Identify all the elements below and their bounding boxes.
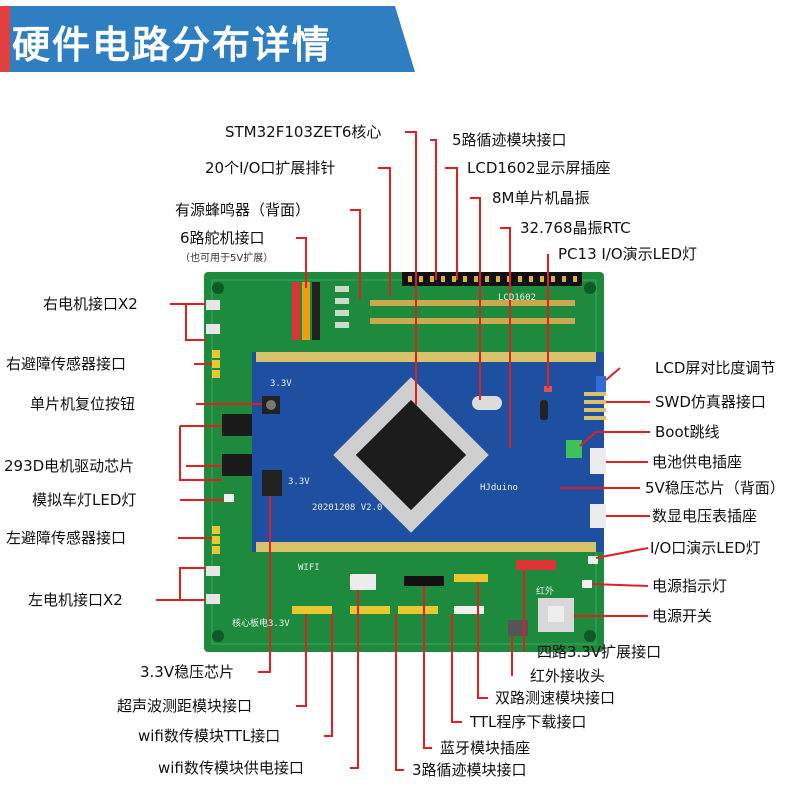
- core-silk-2: HJduino: [480, 483, 518, 493]
- boot-jumper: [566, 440, 582, 458]
- lcd-silk: LCD1602: [498, 293, 536, 303]
- car-led: [224, 494, 234, 502]
- 3track-header: [350, 606, 438, 614]
- label-power-led: 电源指示灯: [652, 577, 728, 595]
- label-pc13: PC13 I/O演示LED灯: [558, 245, 698, 263]
- label-io-led: I/O口演示LED灯: [650, 539, 761, 557]
- label-ultrasonic: 超声波测距模块接口: [117, 697, 253, 715]
- banner-shape: [0, 6, 415, 72]
- crystal-8m: [472, 396, 502, 410]
- voltmeter-socket: [590, 504, 606, 528]
- label-wifi-pwr: wifi数传模块供电接口: [158, 759, 304, 777]
- label-servo-note: （也可用于5V扩展）: [180, 253, 274, 264]
- label-left-motor: 左电机接口X2: [28, 591, 123, 609]
- right-sensor-header: [212, 350, 220, 378]
- motor-driver-2: [222, 454, 252, 476]
- mirror-silk: 核心板电3.3V: [232, 617, 290, 629]
- label-battery: 电池供电插座: [652, 453, 743, 471]
- battery-socket: [590, 448, 606, 474]
- core-pin-rows: [256, 352, 596, 552]
- label-wifi-ttl: wifi数传模块TTL接口: [138, 727, 281, 745]
- core-silk-1: 20201208 V2.0: [312, 503, 382, 513]
- label-speed: 双路测速模块接口: [495, 689, 616, 707]
- ultrasonic-header: [292, 606, 332, 614]
- label-3v3-reg: 3.3V稳压芯片: [140, 663, 235, 681]
- label-lcd-contrast: LCD屏对比度调节: [655, 359, 776, 377]
- label-boot: Boot跳线: [655, 423, 720, 441]
- label-right-sensor: 右避障传感器接口: [6, 355, 127, 373]
- power-led: [582, 580, 592, 588]
- crystal-rtc: [540, 400, 548, 420]
- page-title: 硬件电路分布详情: [12, 23, 333, 67]
- label-power-switch: 电源开关: [652, 607, 713, 625]
- label-5v-reg: 5V稳压芯片（背面）: [645, 479, 785, 497]
- left-sensor-header: [212, 526, 220, 554]
- callout-lines: [156, 131, 650, 771]
- label-rtc: 32.768晶振RTC: [520, 219, 631, 237]
- label-car-led: 模拟车灯LED灯: [32, 491, 137, 509]
- left-motor-connectors: [206, 566, 220, 604]
- label-voltmeter: 数显电压表插座: [652, 507, 758, 525]
- label-5track: 5路循迹模块接口: [452, 131, 567, 149]
- label-3track: 3路循迹模块接口: [412, 761, 527, 779]
- label-bluetooth: 蓝牙模块插座: [440, 739, 531, 757]
- label-left-sensor: 左避障传感器接口: [6, 529, 127, 547]
- wifi-connector: [350, 574, 376, 590]
- label-ttl: TTL程序下载接口: [470, 713, 587, 731]
- label-stm32: STM32F103ZET6核心: [225, 123, 382, 141]
- vreg-silk: 3.3V: [288, 477, 310, 487]
- servo-header: [292, 282, 320, 340]
- lcd1602-header: [402, 272, 582, 286]
- swd-header: [584, 392, 606, 420]
- io-led: [588, 556, 598, 564]
- title-banner: 硬件电路分布详情: [0, 6, 415, 72]
- mcu-chip: [333, 377, 489, 533]
- wifi-silk: WIFI: [298, 563, 320, 573]
- label-ir: 红外接收头: [530, 667, 606, 685]
- bluetooth-socket: [404, 576, 444, 586]
- label-swd: SWD仿真器接口: [655, 393, 766, 411]
- label-3v3-ext: 四路3.3V扩展接口: [537, 643, 662, 661]
- label-lcd1602: LCD1602显示屏插座: [467, 159, 611, 177]
- label-8m: 8M单片机晶振: [492, 189, 590, 207]
- ttl-header: [454, 606, 484, 614]
- contrast-pot: [596, 376, 606, 394]
- label-servo: 6路舵机接口: [180, 229, 265, 247]
- pc13-led: [544, 386, 552, 392]
- ext-3v3-header: [516, 560, 556, 570]
- motor-driver-1: [222, 414, 252, 436]
- ir-silk: 红外: [536, 585, 554, 597]
- core-vreg-silk: 3.3V: [270, 379, 292, 389]
- label-right-motor: 右电机接口X2: [43, 295, 138, 313]
- speed-header: [454, 574, 488, 582]
- io-pin-row: [370, 300, 575, 324]
- label-20io: 20个I/O口扩展排针: [205, 159, 336, 177]
- right-motor-connectors: [206, 300, 220, 334]
- label-reset: 单片机复位按钮: [30, 395, 136, 413]
- label-293d: 293D电机驱动芯片: [4, 457, 135, 475]
- label-buzzer: 有源蜂鸣器（背面）: [175, 201, 311, 219]
- vreg-chip: [262, 470, 282, 496]
